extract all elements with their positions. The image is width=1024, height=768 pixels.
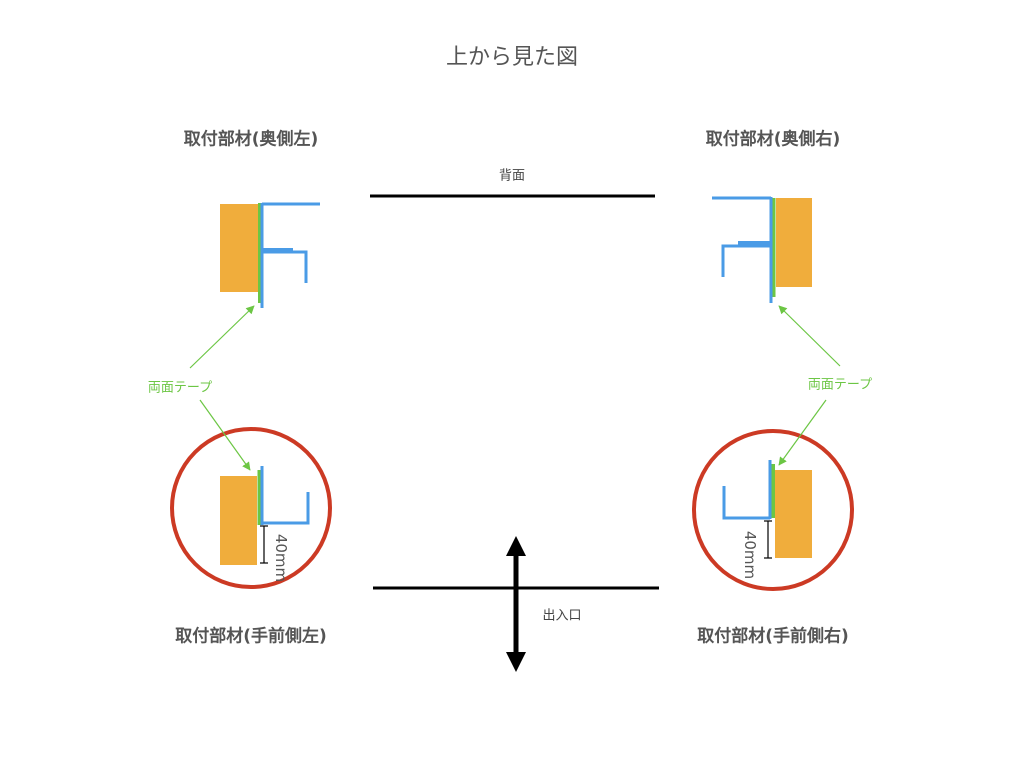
label-front-left: 取付部材(手前側左) — [175, 626, 327, 647]
entrance-double-arrow-icon — [506, 536, 526, 672]
diagram-title: 上から見た図 — [445, 45, 579, 70]
bracket-back-right — [712, 196, 812, 303]
back-label: 背面 — [498, 168, 526, 184]
label-front-right: 取付部材(手前側右) — [697, 626, 849, 647]
tape-label-right: 両面テープ — [807, 377, 873, 393]
bracket-front-right — [692, 429, 854, 591]
label-back-left: 取付部材(奥側左) — [183, 129, 319, 150]
tape-label-left: 両面テープ — [147, 380, 213, 396]
dimension-line — [764, 520, 772, 559]
dimension-line — [260, 525, 268, 564]
tape-pointer-arrows — [189, 305, 841, 471]
bracket-front-left — [170, 427, 332, 589]
dimension-label-left: 40mm — [272, 533, 290, 583]
dimension-label-right: 40mm — [741, 530, 759, 580]
label-back-right: 取付部材(奥側右) — [705, 129, 841, 150]
highlight-circle — [692, 429, 854, 591]
highlight-circle — [170, 427, 332, 589]
entrance-label: 出入口 — [542, 608, 582, 624]
bracket-back-left — [220, 202, 320, 308]
